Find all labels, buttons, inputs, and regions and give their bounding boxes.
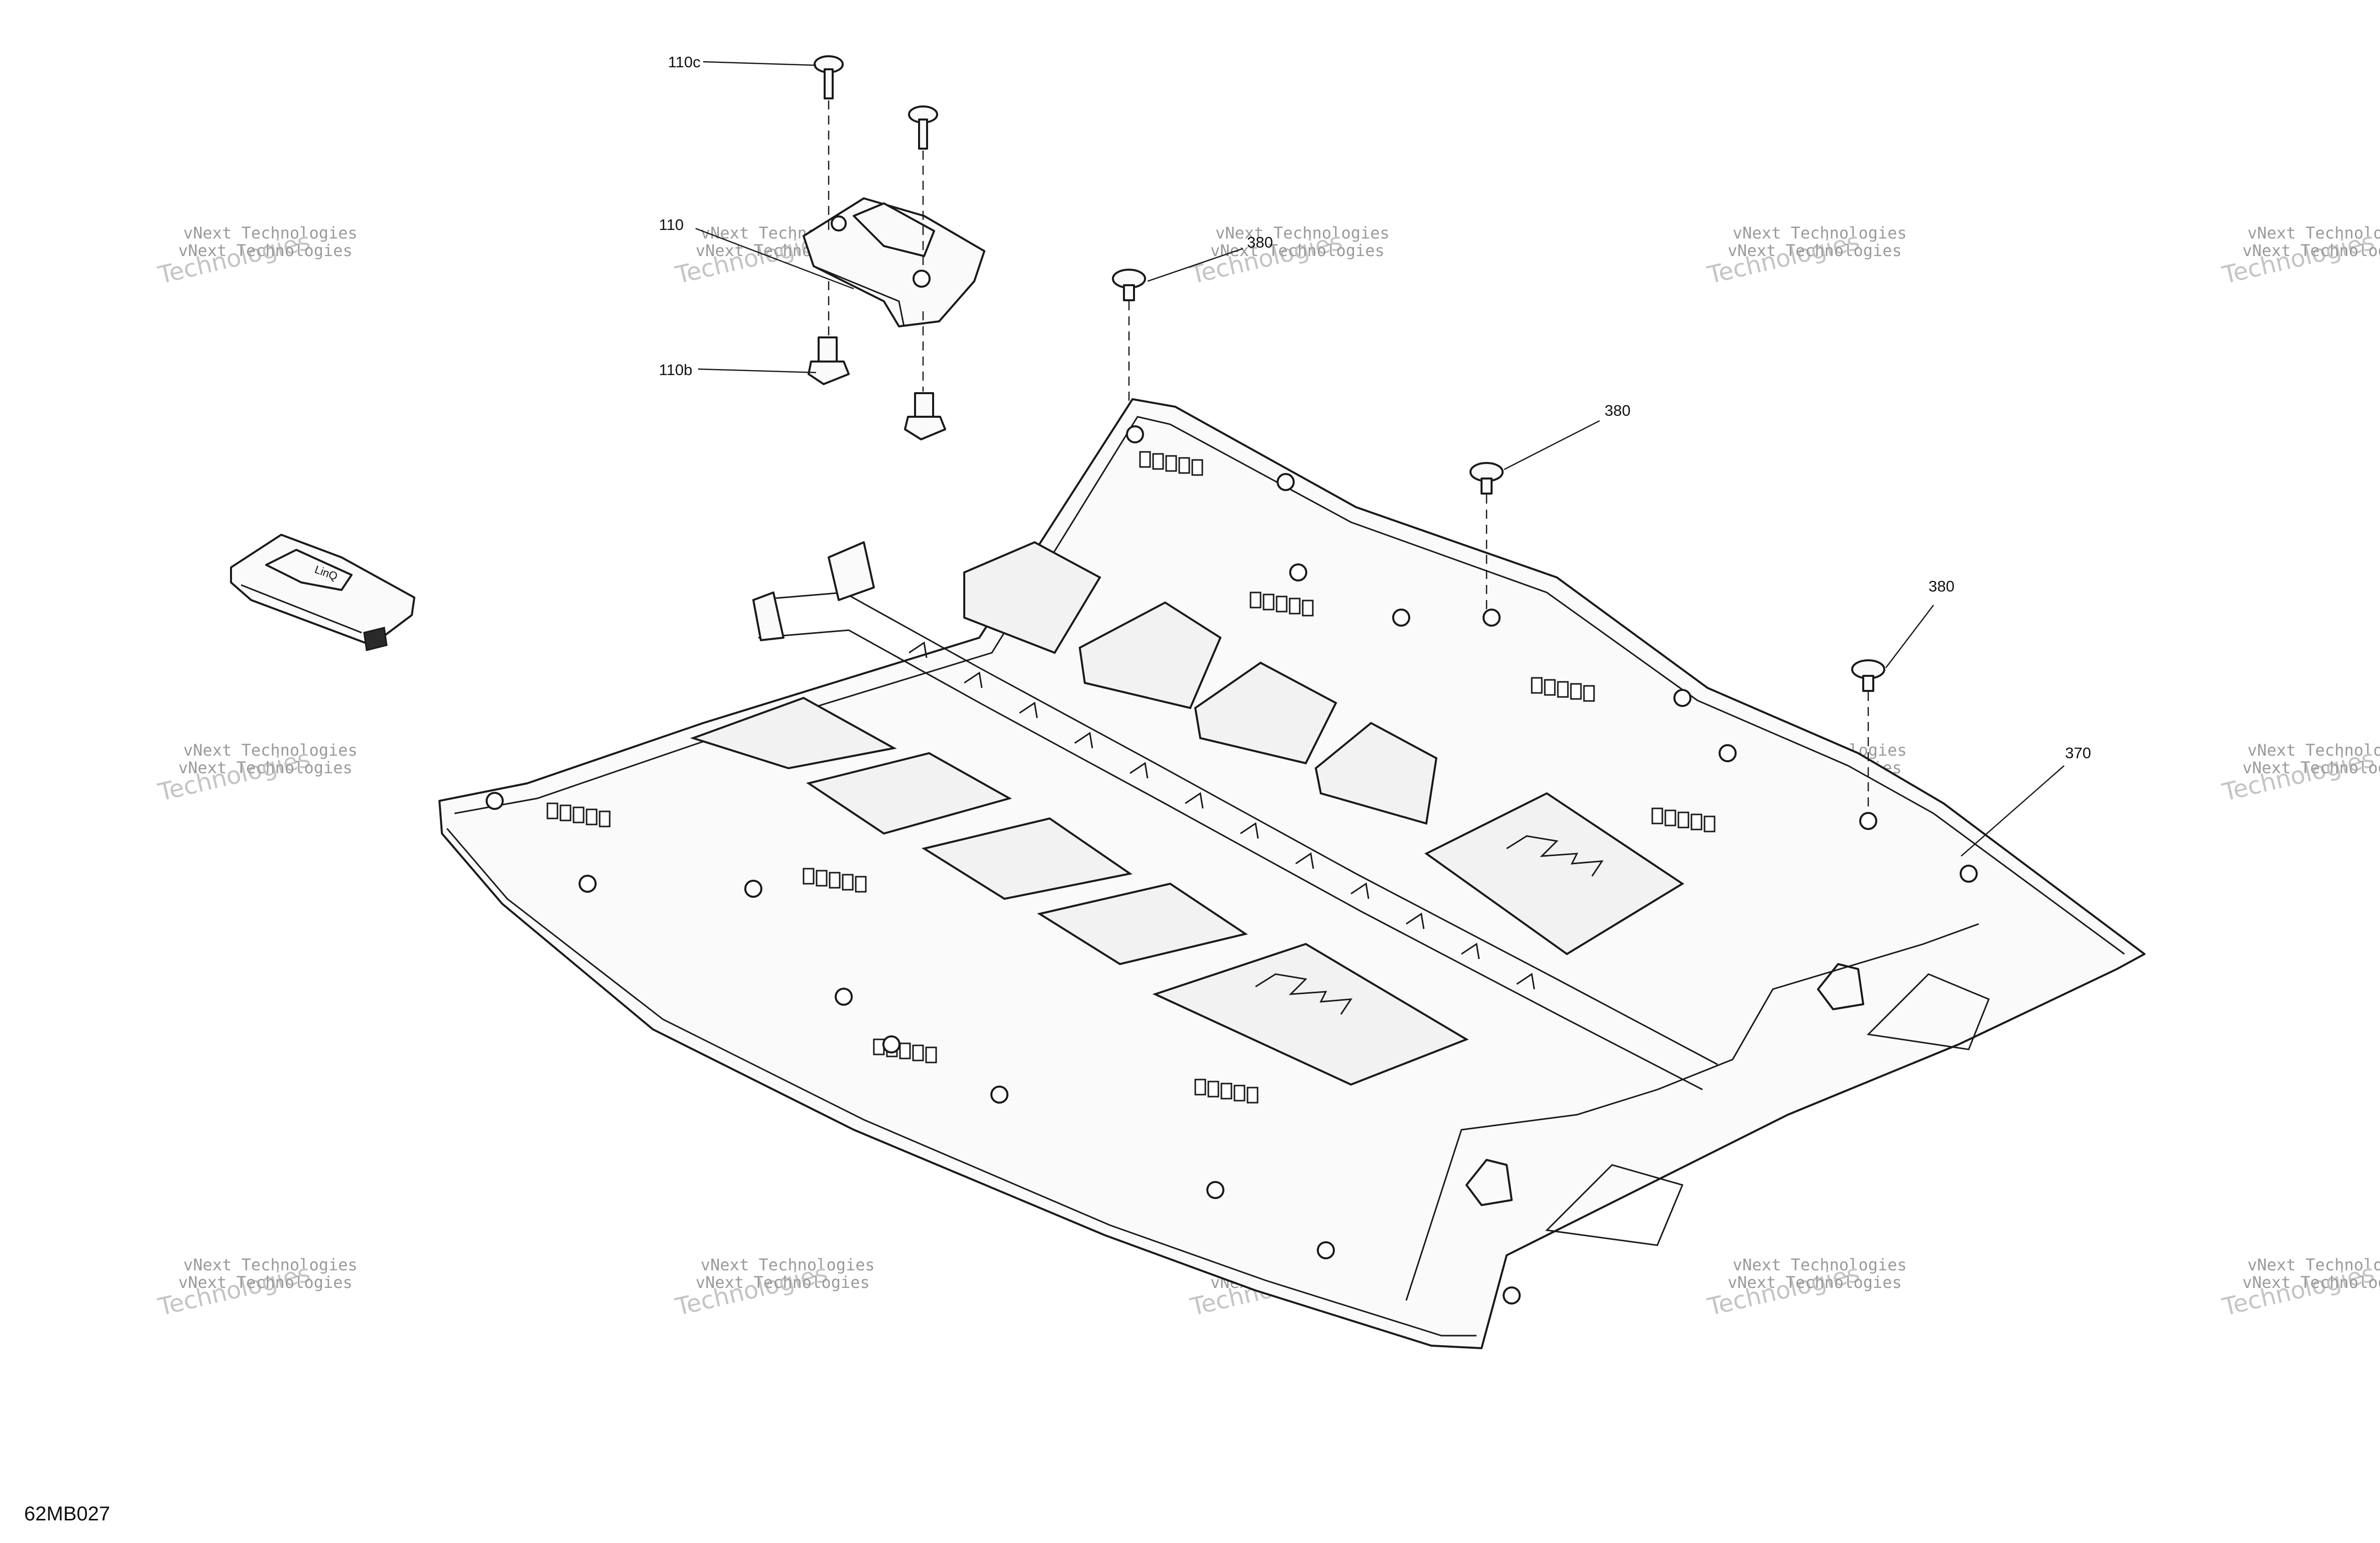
vent-rows <box>546 451 1716 1104</box>
brand-mark-upper <box>1506 835 1604 877</box>
bolt-icon[interactable] <box>814 55 844 99</box>
nut-icon[interactable] <box>904 392 946 440</box>
svg-text:vNext Technologies: vNext Technologies <box>2247 223 2380 243</box>
front-tab-right <box>828 541 875 601</box>
rear-hook-left <box>1465 1159 1513 1206</box>
svg-text:vNext Technologies: vNext Technologies <box>1728 241 1902 260</box>
drawing-id: 62MB027 <box>24 1503 110 1525</box>
svg-text:vNext Technologies: vNext Technologies <box>183 223 358 243</box>
svg-text:vNext Technologies: vNext Technologies <box>2247 1255 2380 1274</box>
bolt-icon[interactable] <box>1469 462 1504 495</box>
watermark: vNext Technologies Technologies vNext Te… <box>2219 1255 2380 1322</box>
svg-text:vNext Technologies: vNext Technologies <box>1728 1273 1902 1292</box>
bolt-icon[interactable] <box>908 105 938 150</box>
skid-plate-lower-rim <box>446 828 1477 1337</box>
svg-text:vNext Technologies: vNext Technologies <box>1733 1255 1907 1274</box>
callout-380: 380 <box>1247 233 1273 251</box>
grab-handle-icon[interactable] <box>803 197 985 327</box>
front-tab-left <box>752 591 784 641</box>
mounting-holes <box>486 425 1978 1304</box>
watermark: vNext Technologies Technologies vNext Te… <box>1705 223 1907 290</box>
grab-handle-icon[interactable]: LinQ <box>230 534 415 651</box>
svg-text:vNext Technologies: vNext Technologies <box>178 241 353 260</box>
svg-text:vNext Technologies: vNext Technologies <box>178 1273 353 1292</box>
bolt-icon[interactable] <box>1112 269 1146 301</box>
callout-110c: 110c <box>668 53 701 71</box>
brand-mark-lower <box>1255 973 1352 1015</box>
callout-110: 110 <box>659 216 684 233</box>
svg-text:vNext Technologies: vNext Technologies <box>183 1255 358 1274</box>
callout-370: 370 <box>2065 744 2091 762</box>
callout-380: 380 <box>1605 402 1631 419</box>
ridge-slots <box>909 641 1535 990</box>
svg-text:vNext Technologies: vNext Technologies <box>701 1255 875 1274</box>
watermark: vNext Technologies Technologies vNext Te… <box>155 1255 358 1322</box>
svg-text:vNext Technologies: vNext Technologies <box>178 758 353 777</box>
svg-text:vNext Technologies: vNext Technologies <box>696 1273 870 1292</box>
rear-outline <box>1405 923 1979 1301</box>
central-ridge-2 <box>758 629 1703 1091</box>
svg-text:vNext Technologies: vNext Technologies <box>2247 741 2380 760</box>
watermark: vNext Technologies Technologies vNext Te… <box>155 223 358 290</box>
leader-lines <box>695 61 2065 857</box>
rear-pocket-left <box>1545 1164 1684 1246</box>
upper-traction-pads <box>963 541 1438 825</box>
svg-text:vNext Technologies: vNext Technologies <box>1210 241 1385 260</box>
callout-380: 380 <box>1929 577 1955 595</box>
svg-text:vNext Technologies: vNext Technologies <box>2242 241 2380 260</box>
bolt-icon[interactable] <box>1851 659 1885 692</box>
svg-text:vNext Technologies: vNext Technologies <box>2242 1273 2380 1292</box>
skid-plate-icon[interactable] <box>438 398 2145 1349</box>
watermark: vNext Technologies Technologies vNext Te… <box>2219 741 2380 807</box>
watermark: vNext Technologies Technologies vNext Te… <box>2219 223 2380 290</box>
svg-text:vNext Technologies: vNext Technologies <box>183 741 358 760</box>
lower-traction-pads <box>690 696 1684 1086</box>
svg-text:vNext Technologies: vNext Technologies <box>1215 223 1390 243</box>
rear-hook-right <box>1817 963 1864 1010</box>
watermark: vNext Technologies Technologies vNext Te… <box>1705 1255 1907 1322</box>
watermark: vNext Technologies Technologies vNext Te… <box>155 741 358 807</box>
svg-text:vNext Technologies: vNext Technologies <box>2242 758 2380 777</box>
watermark: vNext Technologies Technologies vNext Te… <box>672 1255 875 1322</box>
rear-pocket-right <box>1866 973 1990 1050</box>
svg-text:vNext Technologies: vNext Technologies <box>1733 223 1907 243</box>
skid-plate-rim <box>454 416 2125 955</box>
nut-icon[interactable] <box>808 336 850 385</box>
callout-110b: 110b <box>659 361 693 379</box>
